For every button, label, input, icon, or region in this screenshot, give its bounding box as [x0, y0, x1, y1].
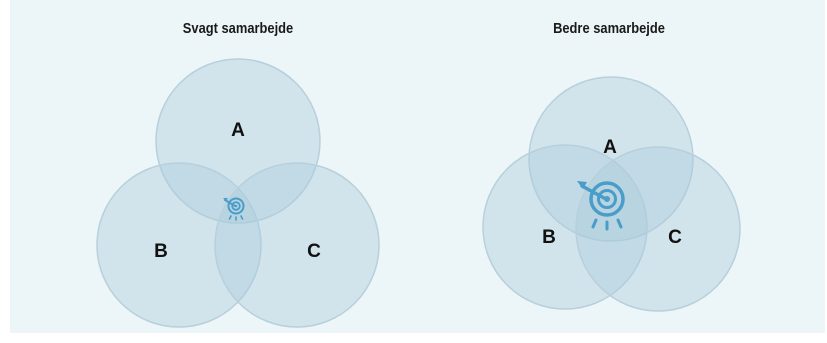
- target-arrow-icon: [577, 181, 625, 231]
- weak-collaboration-title: Svagt samarbejde: [182, 20, 294, 37]
- circle-b-label: B: [154, 241, 168, 262]
- circle-c-label: C: [307, 241, 321, 262]
- circle-b-label: B: [542, 227, 556, 248]
- circle-c: [214, 162, 380, 328]
- better-collaboration-title: Bedre samarbejde: [553, 20, 665, 37]
- circle-a: [155, 58, 321, 224]
- circle-c: [575, 146, 741, 312]
- circle-a-label: A: [231, 120, 245, 141]
- weak-collaboration-venn: A B C: [96, 58, 380, 328]
- circle-c-label: C: [668, 227, 682, 248]
- target-arrow-icon: [223, 197, 245, 221]
- circle-a-label: A: [603, 137, 617, 158]
- better-collaboration-venn: A B C: [482, 76, 741, 312]
- diagram-panel: [10, 0, 825, 333]
- circle-b: [482, 144, 648, 310]
- circle-b: [96, 162, 262, 328]
